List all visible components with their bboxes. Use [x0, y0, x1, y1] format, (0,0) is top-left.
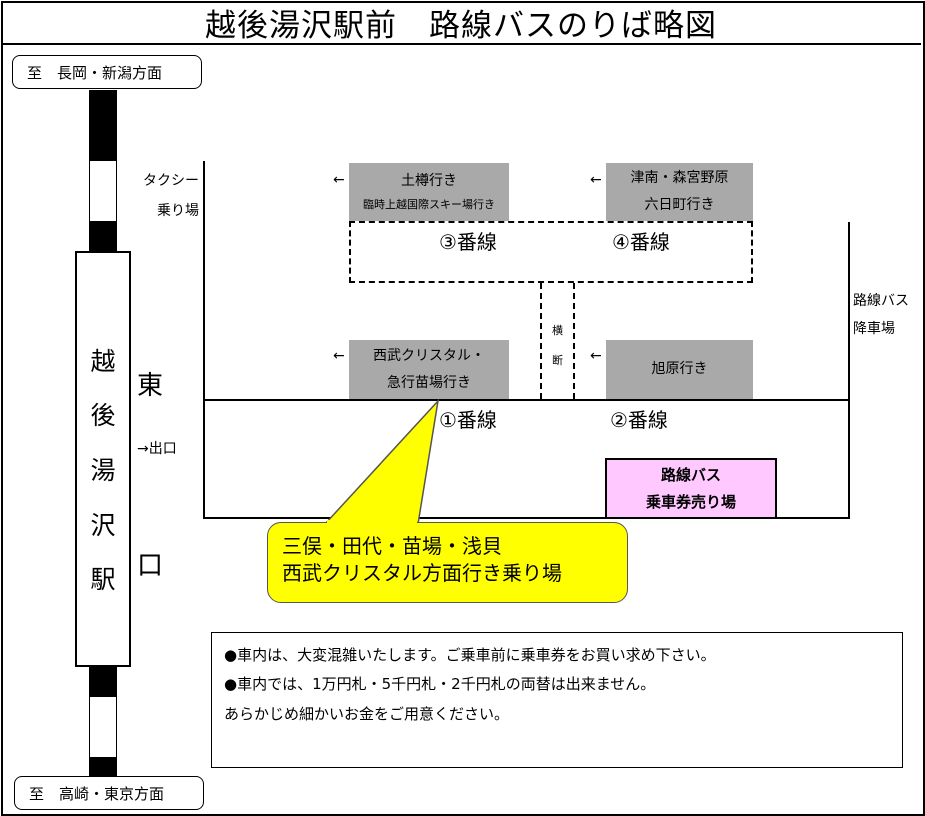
- rail-segment: [89, 160, 117, 222]
- rail-segment: [89, 758, 117, 778]
- upper-platform: [349, 221, 753, 283]
- callout-pointer-cover: [327, 520, 417, 524]
- platform-2-label: ②番線: [610, 408, 668, 432]
- taxi-label: 乗り場: [157, 203, 199, 219]
- station-char: 湯: [90, 455, 116, 485]
- stop-2-destination: 旭原行き: [651, 361, 708, 378]
- direction-north-label: 至 長岡・新潟方面: [12, 55, 202, 89]
- station-building: 越 後 湯 沢 駅: [75, 251, 131, 667]
- road-bottom-line: [203, 517, 850, 519]
- stop-2-sign: 旭原行き: [606, 340, 753, 399]
- rail-segment: [89, 696, 117, 758]
- notice-box: ●車内は、大変混雑いたします。ご乗車前に乗車券をお買い求め下さい。 ●車内では、…: [211, 632, 903, 768]
- rail-segment: [89, 666, 117, 696]
- direction-arrow: ←: [333, 348, 345, 364]
- east-exit-char: 口: [137, 551, 164, 581]
- stop-3-destination: 土樽行き: [401, 173, 457, 190]
- callout-box: 三俣・田代・苗場・浅貝 西武クリスタル方面行き乗り場: [267, 522, 628, 603]
- crossing-label: 断: [552, 354, 563, 367]
- direction-arrow: ←: [590, 348, 602, 364]
- taxi-label: タクシー: [143, 173, 199, 189]
- road-right-line: [848, 222, 850, 519]
- stop-1-sign: 西武クリスタル・ 急行苗場行き: [349, 340, 509, 399]
- road-left-line: [203, 161, 205, 519]
- station-char: 後: [90, 401, 116, 431]
- rail-segment: [89, 90, 117, 160]
- notice-line: ●車内では、1万円札・5千円札・2千円札の両替は出来ません。: [224, 675, 656, 694]
- direction-arrow: ←: [590, 172, 602, 188]
- ticket-office: 路線バス 乗車券売り場: [605, 458, 777, 519]
- exit-arrow-label: →出口: [137, 441, 177, 457]
- ticket-office-label: 路線バス: [660, 465, 721, 484]
- callout-text: 西武クリスタル方面行き乗り場: [282, 561, 562, 585]
- station-char: 越: [90, 346, 116, 376]
- platform-4-label: ④番線: [612, 230, 670, 254]
- page-title: 越後湯沢駅前 路線バスのりば略図: [1, 1, 921, 45]
- east-exit-char: 東: [137, 371, 164, 401]
- crossing-line: [573, 283, 575, 399]
- notice-line: ●車内は、大変混雑いたします。ご乗車前に乗車券をお買い求め下さい。: [224, 646, 716, 664]
- callout-text: 三俣・田代・苗場・浅貝: [282, 534, 502, 558]
- direction-south-label: 至 高崎・東京方面: [14, 776, 204, 810]
- platform-1-label: ①番線: [439, 408, 497, 432]
- station-char: 沢: [90, 510, 116, 540]
- platform-3-label: ③番線: [439, 230, 497, 254]
- ticket-office-label: 乗車券売り場: [645, 492, 736, 511]
- stop-1-destination: 西武クリスタル・: [373, 347, 485, 364]
- platform-edge: [203, 399, 850, 401]
- crossing-label: 横: [552, 324, 563, 337]
- bus-alight-label: 路線バス: [853, 293, 909, 309]
- stop-1-destination-sub: 急行苗場行き: [387, 374, 471, 391]
- bus-alight-label: 降車場: [853, 321, 895, 337]
- stop-4-destination: 津南・森宮野原: [630, 170, 729, 187]
- station-char: 駅: [90, 565, 116, 595]
- stop-3-destination-sub: 臨時上越国際スキー場行き: [363, 197, 495, 211]
- crossing-line: [540, 283, 542, 399]
- rail-segment: [89, 222, 117, 252]
- notice-line: あらかじめ細かいお金をご用意ください。: [224, 704, 510, 723]
- stop-3-sign: 土樽行き 臨時上越国際スキー場行き: [349, 163, 509, 221]
- direction-arrow: ←: [333, 172, 345, 188]
- stop-4-sign: 津南・森宮野原 六日町行き: [606, 163, 753, 221]
- stop-4-destination-sub: 六日町行き: [644, 197, 715, 213]
